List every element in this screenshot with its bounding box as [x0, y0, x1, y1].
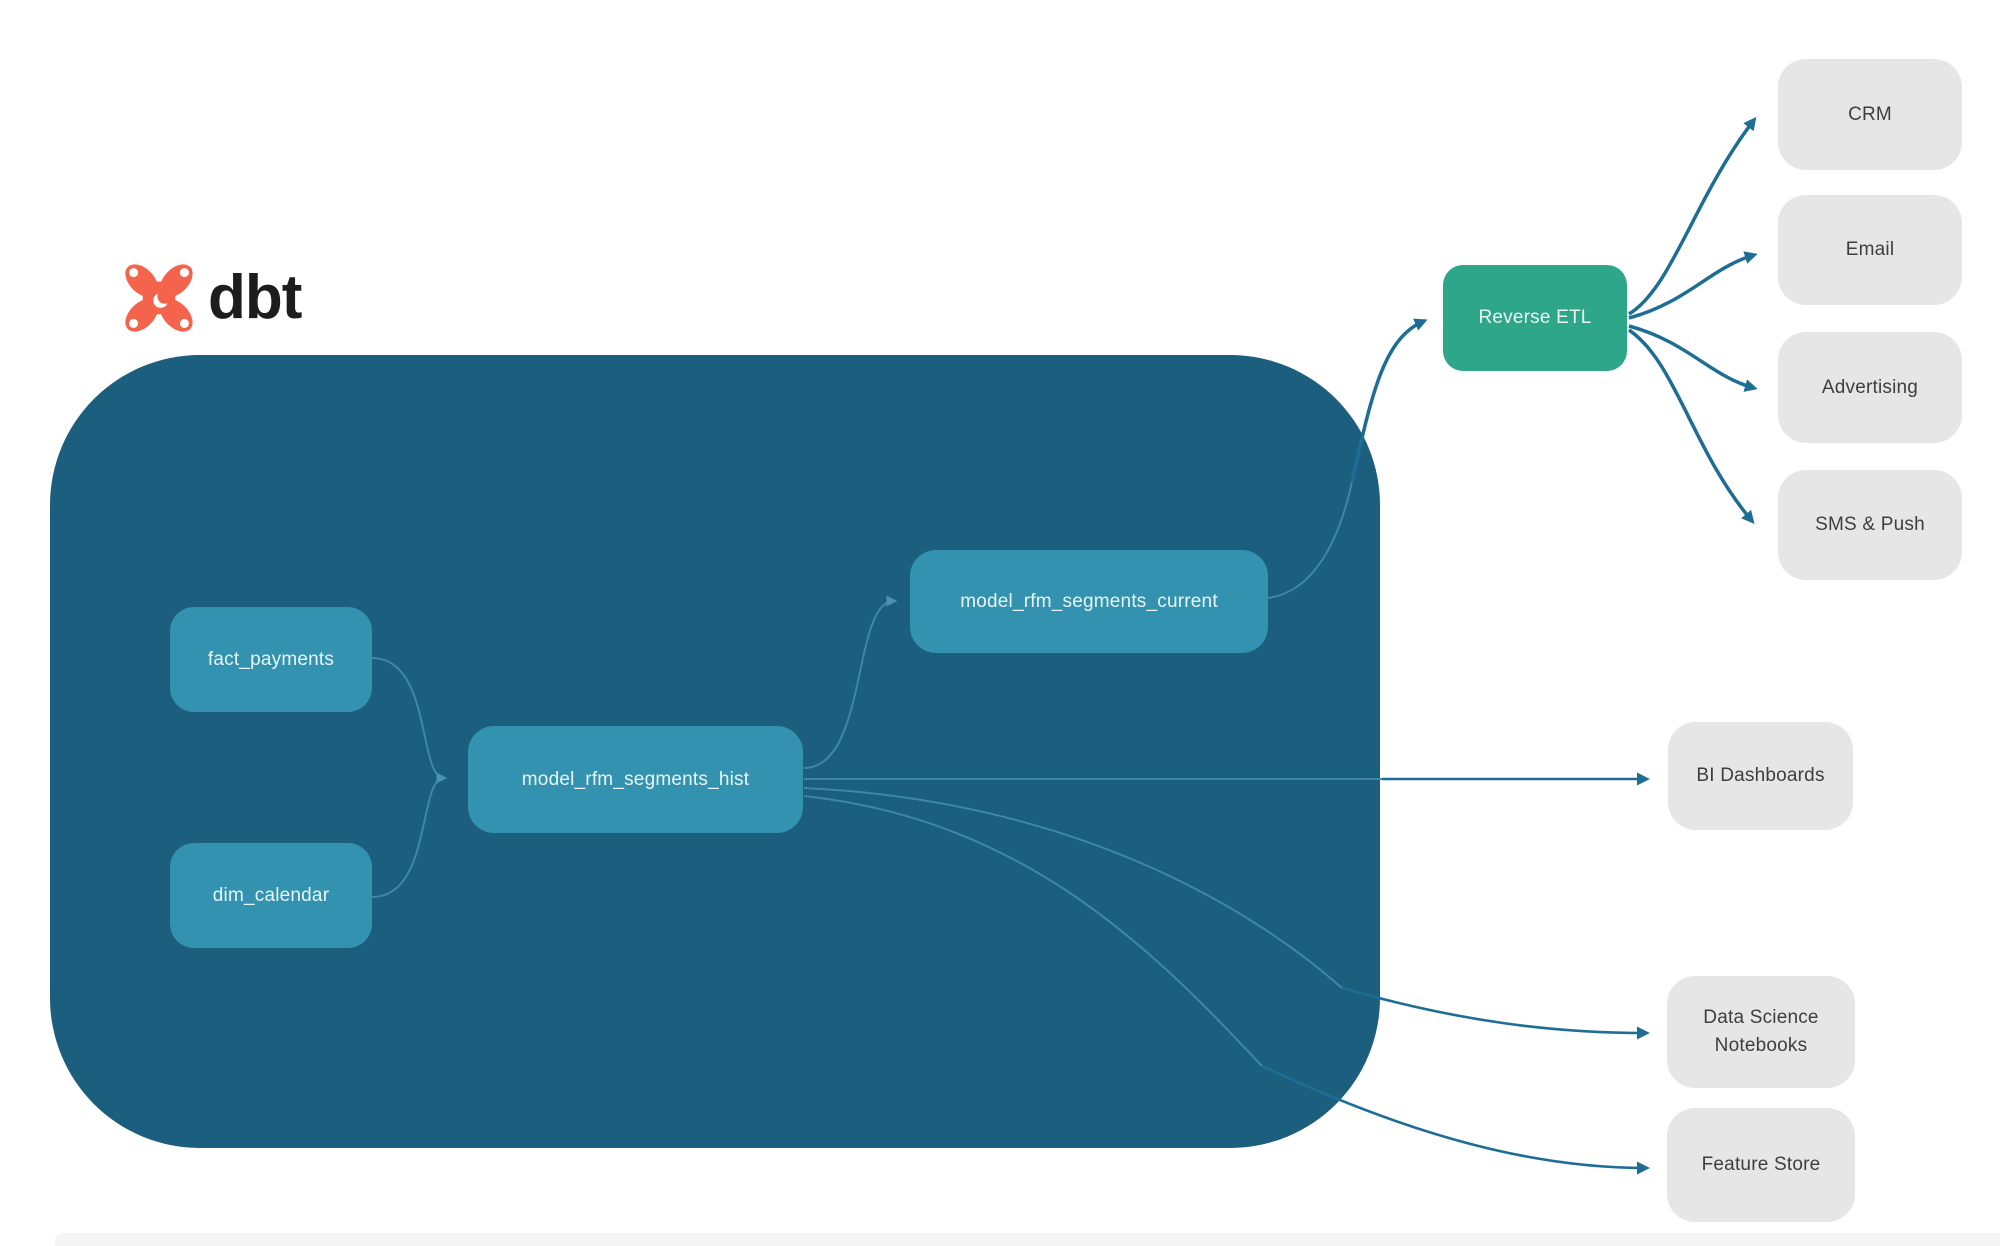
- node-label: model_rfm_segments_hist: [521, 768, 750, 790]
- dbt-logo: dbt: [118, 252, 302, 344]
- edge-retl-to-crm: [1628, 116, 1757, 316]
- node-email: Email: [1778, 195, 1962, 305]
- bottom-edge-strip: [55, 1233, 2000, 1246]
- node-model-rfm-segments-current: model_rfm_segments_current: [910, 550, 1268, 653]
- node-crm: CRM: [1778, 59, 1962, 170]
- dbt-star-icon: [125, 264, 193, 332]
- edge-hist-fs-inner: [803, 795, 1263, 1067]
- edge-to-feature-store: [1261, 1064, 1650, 1175]
- edge-to-reverse-etl: [1350, 318, 1428, 483]
- node-label: BI Dashboards: [1696, 765, 1825, 787]
- node-dim-calendar: dim_calendar: [170, 843, 372, 948]
- node-label: SMS & Push: [1815, 514, 1925, 536]
- edge-fact-to-hist: [371, 657, 448, 784]
- dbt-logo-text: dbt: [208, 263, 302, 332]
- node-reverse-etl: Reverse ETL: [1443, 265, 1627, 371]
- node-bi-dashboards: BI Dashboards: [1668, 722, 1853, 830]
- node-label: Email: [1845, 239, 1895, 261]
- node-sms-push: SMS & Push: [1778, 470, 1962, 580]
- node-label: CRM: [1848, 103, 1892, 125]
- node-model-rfm-segments-hist: model_rfm_segments_hist: [468, 726, 803, 833]
- edge-hist-to-current: [803, 595, 898, 769]
- edge-to-ds-notebooks: [1341, 986, 1650, 1040]
- node-label: Reverse ETL: [1478, 307, 1592, 328]
- edge-retl-to-sms: [1628, 328, 1755, 524]
- node-label: dim_calendar: [212, 884, 330, 906]
- node-label: Advertising: [1821, 376, 1919, 398]
- node-label: Data Science Notebooks: [1703, 1007, 1819, 1056]
- node-advertising: Advertising: [1778, 332, 1962, 443]
- edge-dim-to-hist: [371, 777, 445, 898]
- node-label: fact_payments: [207, 648, 335, 670]
- node-label: model_rfm_segments_current: [960, 590, 1218, 612]
- node-fact-payments: fact_payments: [170, 607, 372, 712]
- node-feature-store: Feature Store: [1667, 1108, 1855, 1222]
- node-label: Feature Store: [1701, 1154, 1821, 1176]
- edge-retl-to-advertising: [1628, 324, 1758, 392]
- node-data-science-notebooks: Data Science Notebooks: [1667, 976, 1855, 1088]
- edge-hist-ds-inner: [803, 787, 1343, 989]
- edge-retl-to-email: [1628, 251, 1758, 320]
- edge-current-out-inner: [1267, 481, 1353, 599]
